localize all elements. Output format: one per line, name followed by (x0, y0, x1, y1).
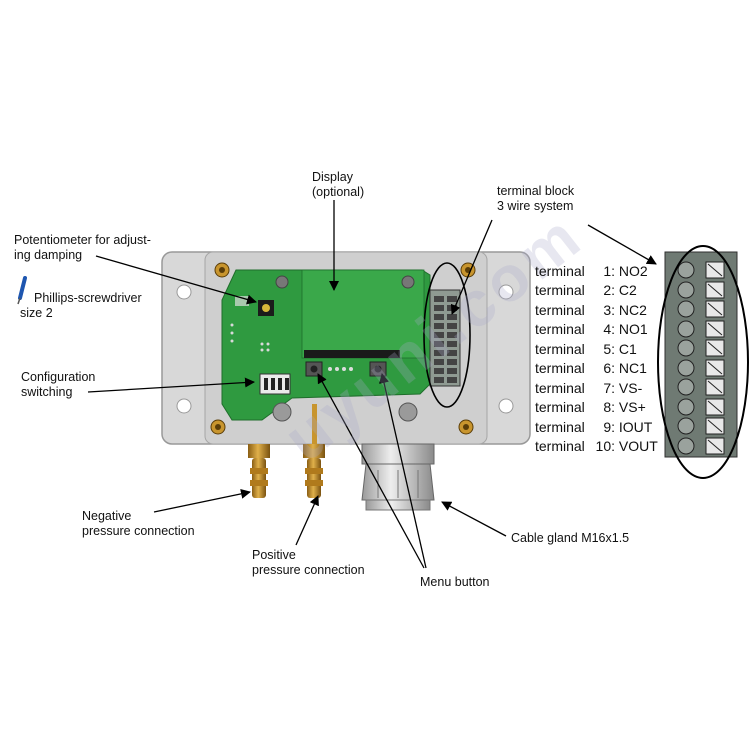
terminal-name: NO1 (618, 321, 648, 337)
terminal-name: VS- (618, 380, 643, 396)
potentiometer-label-line1: Potentiometer for adjust- (14, 233, 151, 247)
cable-gland (361, 443, 435, 511)
arrow-potentiometer (95, 255, 257, 305)
cable-gland-label: Cable gland M16x1.5 (511, 531, 630, 545)
positive-pressure-label-line2: pressure connection (252, 563, 365, 577)
arrow-menu-left (317, 373, 425, 569)
pcb-terminal-ellipse (423, 262, 471, 408)
terminal-number: 1: (603, 263, 615, 279)
terminal-word: terminal (535, 302, 585, 318)
terminal-name: C1 (618, 341, 637, 357)
positive-pressure-label: Positive pressure connection (252, 548, 365, 578)
negative-pressure-label-line1: Negative (82, 509, 132, 523)
terminal-row: terminal 2: C2 (535, 281, 637, 301)
terminal-number: 5: (603, 341, 615, 357)
terminal-word: terminal (535, 341, 585, 357)
terminal-row: terminal 5: C1 (535, 340, 637, 360)
potentiometer-label: Potentiometer for adjust- ing damping (14, 233, 151, 263)
terminal-word: terminal (535, 438, 585, 454)
screwdriver-icon (17, 276, 27, 305)
terminal-name: NO2 (618, 263, 648, 279)
terminal-name: C2 (618, 282, 637, 298)
terminal-word: terminal (535, 360, 585, 376)
screwdriver-label-line2: size 2 (20, 306, 53, 320)
terminal-name: NC1 (618, 360, 647, 376)
configuration-label: Configuration switching (21, 370, 95, 400)
brass-screw-holes (210, 262, 476, 435)
terminal-row: terminal 7: VS- (535, 379, 642, 399)
terminal-word: terminal (535, 419, 585, 435)
terminal-row: terminal 10: VOUT (535, 437, 658, 457)
arrow-menu-right (379, 373, 427, 569)
negative-pressure-label-line2: pressure connection (82, 524, 195, 538)
terminal-block-detail (657, 245, 749, 479)
terminal-number: 4: (603, 321, 615, 337)
terminal-name: NC2 (618, 302, 647, 318)
terminal-block-label-line1: terminal block (497, 184, 575, 198)
arrow-cable-gland (441, 501, 507, 537)
terminal-number: 2: (603, 282, 615, 298)
terminal-block-label-line2: 3 wire system (497, 199, 574, 213)
display-label-line1: Display (312, 170, 353, 184)
arrow-negative-pressure (153, 488, 251, 513)
negative-pressure-label: Negative pressure connection (82, 509, 195, 539)
terminal-number: 9: (603, 419, 615, 435)
terminal-row: terminal 3: NC2 (535, 301, 647, 321)
terminal-word: terminal (535, 399, 585, 415)
pcb-board (221, 262, 471, 422)
terminal-name: VS+ (618, 399, 646, 415)
display-label-line2: (optional) (312, 185, 365, 199)
terminal-number: 8: (603, 399, 615, 415)
potentiometer-label-line2: ing damping (14, 248, 83, 262)
configuration-label-line2: switching (21, 385, 73, 399)
screwdriver-label: Phillips-screwdriver size 2 (20, 291, 142, 321)
terminal-name: VOUT (618, 438, 658, 454)
terminal-number: 7: (603, 380, 615, 396)
arrow-configuration (87, 377, 255, 393)
configuration-label-line1: Configuration (21, 370, 96, 384)
terminal-block-label: terminal block 3 wire system (497, 184, 574, 214)
screwdriver-label-line1: Phillips-screwdriver (34, 291, 142, 305)
callout-lines (87, 200, 657, 569)
menu-button-label: Menu button (420, 575, 490, 589)
terminal-word: terminal (535, 263, 585, 279)
terminal-number: 3: (603, 302, 615, 318)
terminal-number: 10: (595, 438, 615, 454)
terminal-row: terminal 6: NC1 (535, 359, 647, 379)
terminal-row: terminal 9: IOUT (535, 418, 652, 438)
arrow-terminal-block-pcb (450, 219, 493, 315)
terminal-word: terminal (535, 321, 585, 337)
terminal-row: terminal 1: NO2 (535, 262, 648, 282)
display-label: Display (optional) (312, 170, 364, 200)
arrow-positive-pressure (295, 495, 319, 546)
terminal-word: terminal (535, 380, 585, 396)
terminal-number: 6: (603, 360, 615, 376)
terminal-block-ellipse (657, 245, 749, 479)
arrow-terminal-block-detail (587, 224, 657, 265)
positive-pressure-fitting (303, 404, 325, 498)
terminal-name: IOUT (618, 419, 653, 435)
terminal-row: terminal 8: VS+ (535, 398, 646, 418)
terminal-row: terminal 4: NO1 (535, 320, 648, 340)
terminal-word: terminal (535, 282, 585, 298)
display-connector (304, 350, 400, 358)
negative-pressure-fitting (248, 444, 270, 498)
positive-pressure-label-line1: Positive (252, 548, 296, 562)
